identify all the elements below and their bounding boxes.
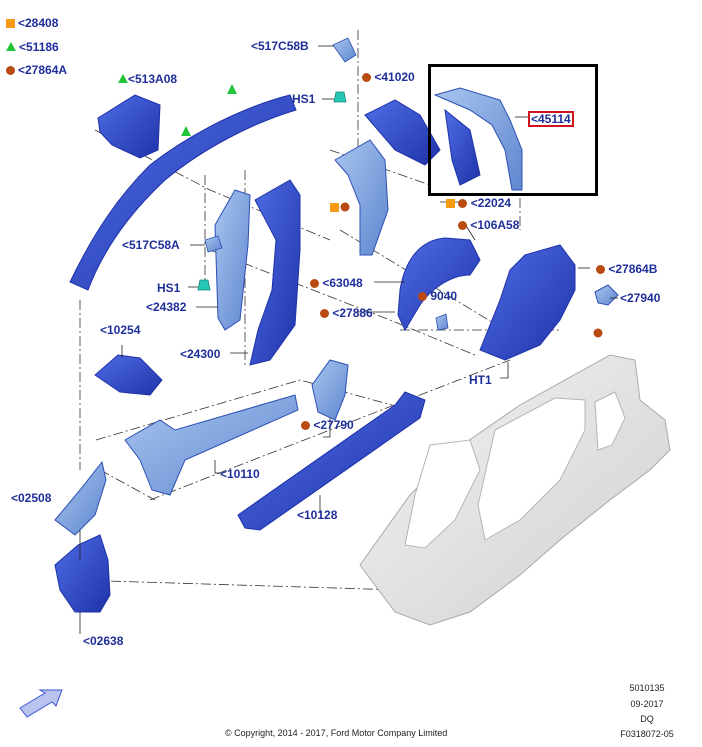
callout-9040[interactable]: 9040	[418, 289, 457, 303]
leader-lines	[79, 45, 618, 634]
fastener-hs1-top	[333, 91, 347, 103]
brown-dot-icon	[310, 279, 319, 288]
view-direction-arrow-icon	[19, 689, 63, 718]
callout-10110[interactable]: <10110	[220, 467, 260, 481]
legend-item-28408: <28408	[6, 16, 58, 30]
legend-label: <28408	[18, 16, 59, 30]
brown-dot-icon	[418, 292, 427, 301]
orange-square-icon	[6, 19, 15, 28]
part-22024	[334, 139, 389, 256]
part-45114	[433, 87, 523, 191]
callout-27790[interactable]: <27790	[301, 418, 354, 432]
legend-item-51186: <51186	[6, 40, 59, 54]
legend-label: <51186	[19, 40, 59, 54]
legend-item-27864A: <27864A	[6, 63, 67, 77]
brown-dot-icon	[458, 199, 468, 208]
part-41020	[364, 99, 441, 166]
part-24300	[249, 179, 301, 366]
part-63048	[397, 237, 481, 332]
part-27864B	[479, 244, 576, 361]
marker-icons	[181, 84, 603, 338]
brown-dot-icon	[458, 221, 467, 230]
part-10110	[124, 394, 299, 496]
callout-10128[interactable]: <10128	[297, 508, 338, 522]
drawing-date: 09-2017	[630, 699, 664, 709]
part-513A08	[97, 94, 161, 159]
orange-square-icon	[446, 199, 455, 208]
part-27940	[594, 284, 619, 306]
callout-hs1-mid[interactable]: HS1	[157, 281, 181, 295]
callout-63048[interactable]: <63048	[310, 276, 363, 290]
copyright-notice: © Copyright, 2014 - 2017, Ford Motor Com…	[225, 728, 448, 738]
legend-label: <27864A	[18, 63, 68, 77]
part-9040	[435, 313, 449, 331]
part-517C58A	[204, 235, 223, 253]
callout-hs1-top[interactable]: HS1	[292, 92, 316, 106]
body-side-outline	[359, 354, 671, 626]
brown-dot-icon	[362, 73, 371, 82]
callout-24300[interactable]: <24300	[180, 347, 221, 361]
callout-517C58B[interactable]: <517C58B	[251, 39, 309, 53]
figure-id: F0318072-05	[620, 729, 674, 739]
callout-24382[interactable]: <24382	[146, 300, 187, 314]
callout-45114[interactable]: <45114	[528, 111, 574, 127]
callout-41020[interactable]: <41020	[362, 70, 415, 84]
part-10254	[94, 354, 163, 396]
part-24382	[214, 189, 251, 331]
callout-22024[interactable]: <22024	[446, 196, 511, 210]
brown-dot-icon	[301, 421, 310, 430]
callout-27886[interactable]: <27886	[320, 306, 373, 320]
callout-106A58[interactable]: <106A58	[458, 218, 519, 232]
part-10128	[237, 391, 426, 531]
callout-517C58A[interactable]: <517C58A	[122, 238, 180, 252]
green-triangle-icon	[118, 74, 128, 83]
callout-ht1[interactable]: HT1	[469, 373, 492, 387]
callout-02638[interactable]: <02638	[83, 634, 124, 648]
brown-dot-icon	[596, 265, 605, 274]
part-02638	[54, 534, 111, 613]
callout-02508[interactable]: <02508	[11, 491, 52, 505]
callout-27864B[interactable]: <27864B	[596, 262, 657, 276]
part-517C58B	[332, 37, 357, 63]
part-02508	[54, 460, 107, 536]
highlight-frame	[428, 64, 598, 196]
callout-10254[interactable]: <10254	[100, 323, 141, 337]
callout-27940[interactable]: <27940	[620, 291, 661, 305]
brown-dot-icon	[6, 66, 15, 75]
green-triangle-icon	[6, 42, 16, 51]
part-roof-rail	[69, 94, 297, 291]
callout-513A08[interactable]: <513A08	[118, 72, 177, 86]
part-27790	[311, 359, 349, 421]
brown-dot-icon	[320, 309, 329, 318]
drawing-code: 5010135	[629, 683, 665, 693]
drawing-suffix: DQ	[640, 714, 654, 724]
fastener-hs1-mid	[197, 279, 211, 291]
